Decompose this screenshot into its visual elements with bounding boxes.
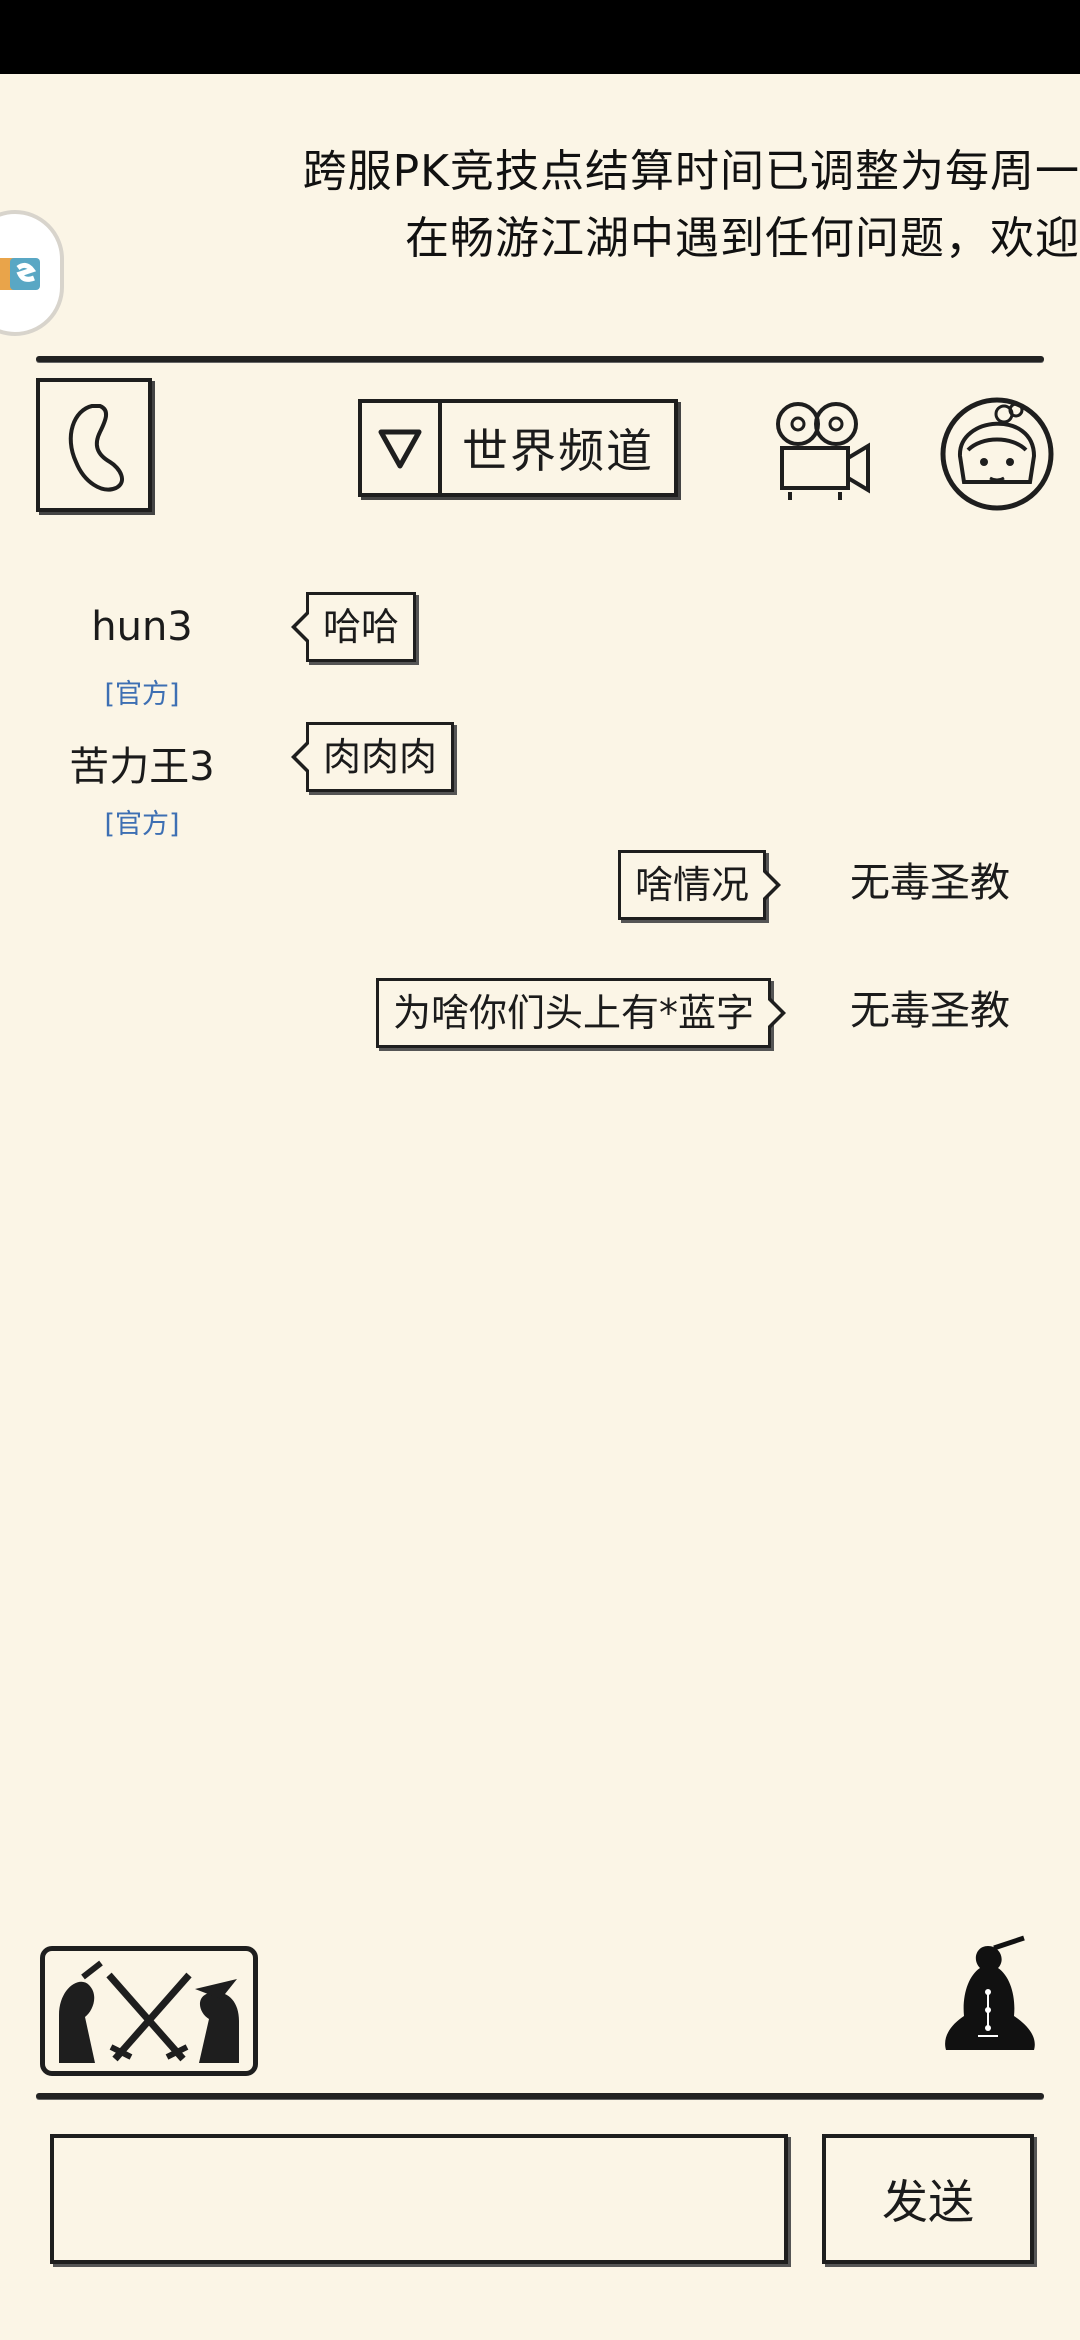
channel-label: 世界频道 [462, 424, 654, 478]
chat-bubble[interactable]: 肉肉肉 [290, 722, 455, 792]
pk-battle-button[interactable] [40, 1946, 258, 2076]
dropdown-toggle[interactable] [362, 403, 442, 493]
announcement-line-1: 跨服PK竞技点结算时间已调整为每周一 [302, 146, 1080, 197]
sender-name[interactable]: 无毒圣教 [850, 988, 1010, 1034]
chat-bubble[interactable]: 哈哈 [290, 592, 417, 662]
announcement-line-2: 在畅游江湖中遇到任何问题，欢迎 [405, 213, 1080, 264]
assistant-logo-icon [0, 258, 40, 290]
video-camera-icon[interactable] [768, 396, 880, 508]
triangle-down-icon [378, 429, 422, 469]
bottom-divider [36, 2093, 1044, 2099]
avatar[interactable] [938, 386, 1056, 522]
top-divider [36, 356, 1044, 362]
chat-bubble[interactable]: 啥情况 [618, 850, 782, 920]
sender-name[interactable]: hun3 [91, 604, 193, 650]
back-button[interactable] [36, 378, 152, 512]
sender-name[interactable]: 无毒圣教 [850, 860, 1010, 906]
back-arrow-icon [68, 404, 124, 492]
chat-bubble[interactable]: 为啥你们头上有*蓝字 [376, 978, 787, 1048]
official-badge: [官方] [104, 809, 180, 840]
floating-assistant-button[interactable] [0, 210, 64, 336]
meditation-figure-icon[interactable] [938, 1932, 1040, 2062]
crossed-swords-icon [59, 1960, 239, 2063]
status-bar [0, 0, 1080, 74]
official-badge: [官方] [104, 679, 180, 710]
channel-selector[interactable]: 世界频道 [358, 399, 678, 497]
chat-input[interactable] [50, 2134, 788, 2264]
send-button[interactable]: 发送 [822, 2134, 1034, 2264]
sender-name[interactable]: 苦力王3 [69, 744, 215, 790]
